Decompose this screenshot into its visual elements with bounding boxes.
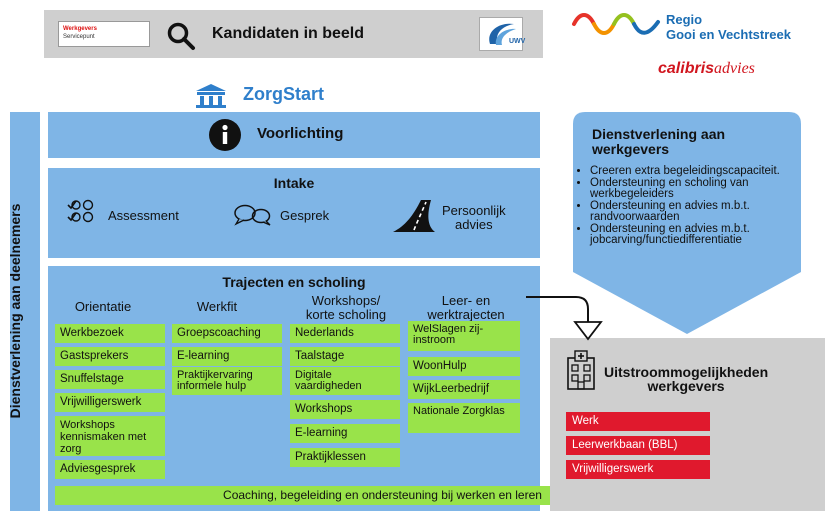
- zorgstart-title: ZorgStart: [243, 84, 324, 104]
- page-title: Kandidaten in beeld: [212, 25, 365, 42]
- werkgevers-bullet: Ondersteuning en advies m.b.t. randvoorw…: [590, 200, 798, 223]
- item-snuffelstage: Snuffelstage: [55, 370, 165, 389]
- regio-name: Regio Gooi en Vechtstreek: [666, 12, 791, 42]
- column-header-line1: Orientatie: [74, 299, 132, 314]
- checklist-icon: [67, 199, 94, 223]
- werkgevers-bullet: Ondersteuning en advies m.b.t. jobcarvin…: [590, 223, 798, 246]
- logo-line2: Servicepunt: [63, 34, 95, 40]
- column-header-orientatie: Orientatie: [58, 300, 148, 314]
- info-icon: [209, 119, 241, 151]
- regio-line2: Gooi en Vechtstreek: [666, 27, 791, 42]
- persoonlijk-line1: Persoonlijk: [442, 203, 506, 218]
- item-welslagen: WelSlagen zij-instroom: [408, 321, 520, 351]
- item-e-learning-2: E-learning: [290, 424, 400, 443]
- logo-line1: Werkgevers: [63, 26, 97, 32]
- intake-title: Intake: [273, 175, 315, 191]
- item-werk: Werk: [566, 412, 710, 431]
- column-header-line1: Workshops/: [311, 293, 381, 308]
- werkgevers-bullet-list: Creeren extra begeleidingscapaciteit. On…: [576, 165, 798, 247]
- calibris-logo: calibrisadvies: [658, 60, 755, 78]
- bank-icon: [196, 84, 226, 108]
- intake-box: [48, 168, 540, 258]
- speech-bubbles-icon: [234, 204, 271, 226]
- item-woonhulp: WoonHulp: [408, 357, 520, 376]
- item-groepscoaching: Groepscoaching: [172, 324, 282, 343]
- regio-wave-logo: [572, 13, 660, 35]
- voorlichting-title: Voorlichting: [257, 125, 344, 142]
- persoonlijk-advies-label: Persoonlijk advies: [442, 204, 506, 232]
- voorlichting-box: [48, 112, 540, 158]
- item-digitale-vaardigheden: Digitale vaardigheden: [290, 367, 400, 395]
- calibris-part1: calibris: [658, 60, 715, 77]
- deelnemers-band: [10, 112, 40, 511]
- uitstroom-title-line2: werkgevers: [647, 378, 725, 394]
- trajecten-title: Trajecten en scholing: [222, 274, 366, 290]
- werkgevers-bullet: Ondersteuning en scholing van werkbegele…: [590, 177, 798, 200]
- item-praktijkervaring: Praktijkervaring informele hulp: [172, 367, 282, 395]
- item-leerwerkbaan: Leerwerkbaan (BBL): [566, 436, 710, 455]
- item-gastsprekers: Gastsprekers: [55, 347, 165, 366]
- item-taalstage: Taalstage: [290, 347, 400, 366]
- search-icon: [167, 22, 195, 50]
- item-nationale-zorgklas: Nationale Zorgklas: [408, 403, 520, 433]
- gesprek-label: Gesprek: [280, 208, 330, 223]
- item-adviesgesprek: Adviesgesprek: [55, 460, 165, 479]
- uwv-logo: [479, 17, 523, 51]
- regio-line1: Regio: [666, 12, 703, 27]
- item-vrijwilligerswerk: Vrijwilligerswerk: [55, 393, 165, 412]
- column-header-leer-werk: Leer- en werktrajecten: [412, 294, 520, 322]
- werkgevers-bullet: Creeren extra begeleidingscapaciteit.: [590, 165, 798, 177]
- werkgevers-title-line1: Dienstverlening aan: [592, 126, 726, 142]
- werkgevers-title: Dienstverlening aan werkgevers: [592, 127, 792, 157]
- column-header-line1: Werkfit: [196, 299, 238, 314]
- item-vrijwilligerswerk-uitstroom: Vrijwilligerswerk: [566, 460, 710, 479]
- column-header-werkfit: Werkfit: [176, 300, 258, 314]
- item-wijkleerbedrijf: WijkLeerbedrijf: [408, 380, 520, 399]
- werkgevers-servicepunt-logo: Werkgevers Servicepunt: [58, 21, 150, 47]
- item-werkbezoek: Werkbezoek: [55, 324, 165, 343]
- werkgevers-title-line2: werkgevers: [592, 141, 670, 157]
- item-nederlands: Nederlands: [290, 324, 400, 343]
- item-workshops-kennismaken: Workshops kennismaken met zorg: [55, 416, 165, 456]
- column-header-line2: werktrajecten: [427, 307, 505, 322]
- road-icon: [393, 200, 435, 232]
- deelnemers-label: Dienstverlening aan deelnemers: [7, 203, 23, 419]
- column-header-workshops: Workshops/ korte scholing: [290, 294, 402, 322]
- column-header-line1: Leer- en: [441, 293, 491, 308]
- calibris-part2: advies: [714, 60, 755, 77]
- uitstroom-title-line1: Uitstroommogelijkheden: [604, 364, 769, 380]
- werkgevers-arrow-shape: [573, 112, 801, 334]
- hospital-building-icon: [567, 350, 595, 390]
- persoonlijk-line2: advies: [455, 217, 493, 232]
- item-praktijklessen: Praktijklessen: [290, 448, 400, 467]
- assessment-label: Assessment: [108, 208, 179, 223]
- column-header-line2: korte scholing: [305, 307, 387, 322]
- uwv-logo-text: UWV: [509, 38, 526, 45]
- item-e-learning: E-learning: [172, 347, 282, 366]
- coaching-bar: Coaching, begeleiding en ondersteuning b…: [55, 486, 710, 505]
- connector-arrow: [526, 296, 603, 341]
- item-workshops: Workshops: [290, 400, 400, 419]
- uitstroom-title: Uitstroommogelijkheden werkgevers: [604, 365, 768, 393]
